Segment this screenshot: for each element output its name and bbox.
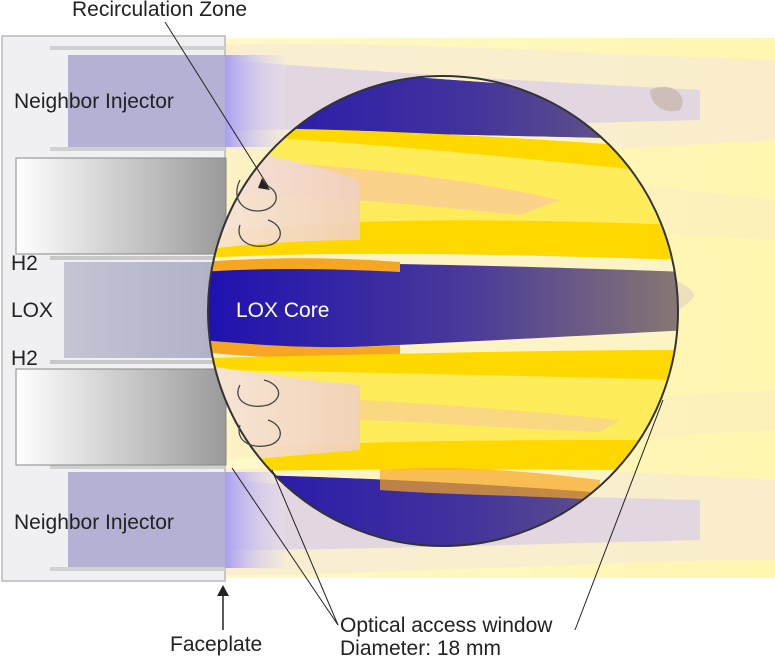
faceplate-arrow xyxy=(217,585,229,630)
recirculation-vortices xyxy=(236,179,281,447)
neighbor-injector-top-label: Neighbor Injector xyxy=(14,90,174,113)
h2-channel-top xyxy=(50,256,225,260)
lox-post xyxy=(64,262,225,358)
recirculation-zone-label: Recirculation Zone xyxy=(72,0,247,21)
lox-core-label: LOX Core xyxy=(236,299,329,322)
injector-bar-bottom xyxy=(15,368,227,466)
injector-bar-top xyxy=(15,157,227,255)
neighbor-injector-bottom-label: Neighbor Injector xyxy=(14,511,174,534)
h2-top-label: H2 xyxy=(11,252,38,275)
neighbor-injector-bottom xyxy=(50,465,285,571)
neighbor-injector-top xyxy=(50,46,285,151)
window-label-line2: Diameter: 18 mm xyxy=(340,637,501,658)
h2-bottom-label: H2 xyxy=(11,347,38,370)
optical-access-window xyxy=(207,75,679,547)
window-label-line1: Optical access window xyxy=(340,614,553,637)
faceplate-label: Faceplate xyxy=(170,633,262,656)
leader-lines xyxy=(164,21,664,631)
h2-channel-bottom xyxy=(50,360,225,364)
optical-window-content xyxy=(208,76,678,546)
recirculation-arrow-head xyxy=(258,178,270,190)
lox-label: LOX xyxy=(11,299,53,322)
